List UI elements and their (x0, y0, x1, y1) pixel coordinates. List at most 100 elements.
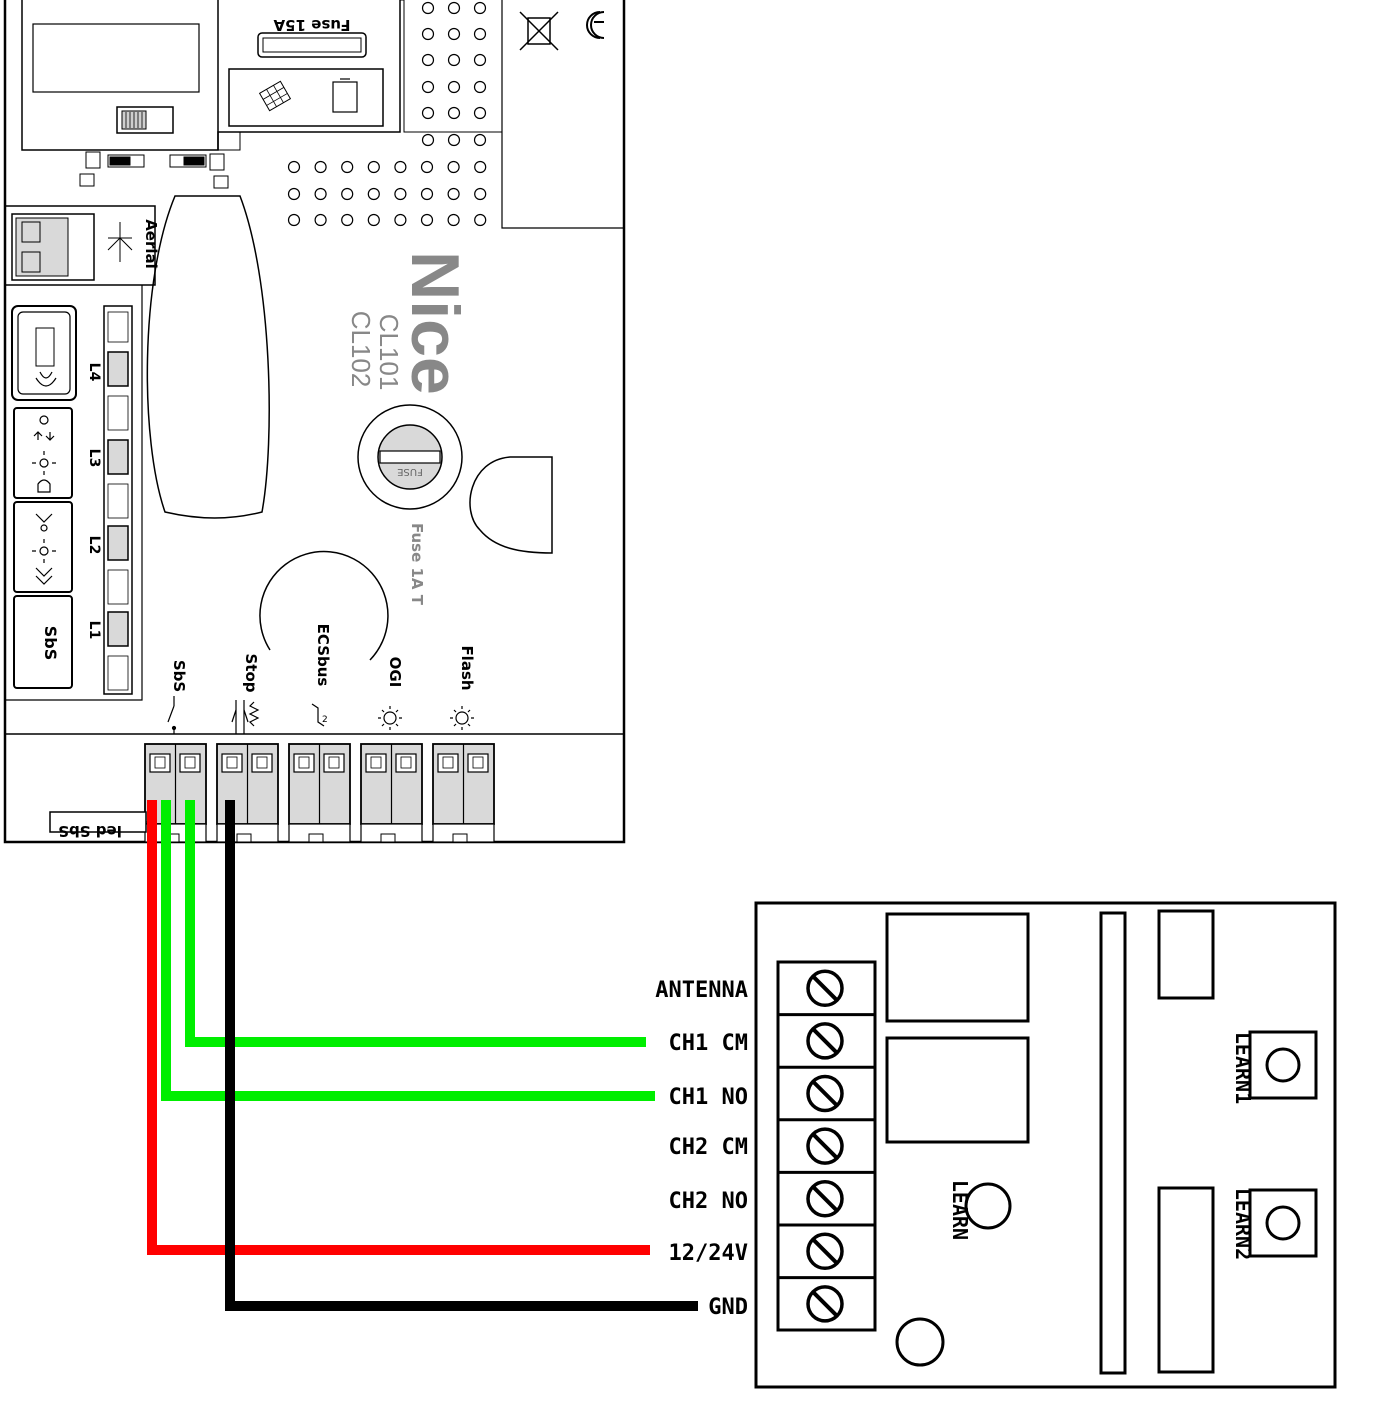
board-dot (447, 53, 461, 67)
board-dot (474, 160, 487, 174)
board-dot (474, 187, 487, 201)
board-dot (474, 213, 487, 227)
receiver-terminal-strip (776, 960, 877, 1332)
rx-label-ch1-no: CH1 NO (669, 1085, 748, 1110)
board-dot (473, 27, 487, 41)
ogi-lamp-icon (378, 706, 402, 730)
ecsbus-icon: 2 (311, 703, 328, 727)
screw-icon (806, 1074, 844, 1113)
board-dot (394, 213, 407, 227)
fuse-1a-label: Fuse 1A T (408, 523, 426, 606)
fuse-15a-label: Fuse 15A (273, 16, 350, 34)
wire-green-ch1-no (161, 800, 655, 1101)
fuse-cap-text: FUSE (397, 466, 423, 477)
wires (147, 800, 698, 1311)
board-dot (473, 106, 487, 120)
model-cl101: CL101 (374, 314, 404, 391)
sun-arrows-icon (32, 415, 56, 493)
board-dot (287, 160, 301, 174)
learn-label: LEARN (948, 1180, 972, 1240)
receiver-terminal-labels: ANTENNA CH1 CM CH1 NO CH2 CM CH2 NO 12/2… (655, 978, 748, 1320)
board-dot (314, 160, 327, 174)
terminal-block-flash (432, 743, 495, 843)
board-dot (421, 133, 435, 147)
board-dot (394, 187, 407, 201)
board-dot (421, 106, 435, 120)
board-dot (287, 187, 301, 201)
screw-icon (806, 1127, 844, 1165)
weee-bin-icon (519, 11, 559, 51)
controller-board (3, 0, 626, 844)
rx-label-ch1-cm: CH1 CM (669, 1031, 748, 1056)
led-sbs-label-box: led SbS (49, 811, 156, 840)
screw-icon (806, 1285, 844, 1323)
model-cl102: CL102 (346, 311, 376, 388)
board-dot-grid (287, 1, 487, 227)
board-dot (367, 187, 380, 201)
terminal-block-ogi (360, 743, 423, 843)
board-dot (447, 80, 461, 94)
receiver-board (754, 901, 1337, 1389)
board-dot (421, 53, 435, 67)
brand-logo: Nice (397, 251, 473, 395)
board-dot (447, 133, 461, 147)
stop-switch-icon (231, 700, 260, 734)
terminal-label-sbs: SbS (170, 660, 188, 692)
screw-icon (806, 1232, 844, 1271)
rx-label-gnd: GND (708, 1295, 748, 1320)
wire-red-12-24v (147, 800, 650, 1255)
learn1-label: LEARN1 (1231, 1032, 1255, 1104)
rx-terminal-ch1-cm (778, 1013, 875, 1060)
led-sbs-label: led SbS (58, 822, 122, 840)
ce-mark-icon (586, 11, 605, 39)
sun-chevron-icon (32, 513, 56, 585)
rx-terminal-12-24v (778, 1223, 875, 1271)
screw-icon (806, 1179, 844, 1218)
terminal-label-stop: Stop (242, 653, 260, 692)
board-dot (367, 213, 380, 227)
board-dot (447, 213, 460, 227)
board-dot (341, 160, 354, 174)
board-dot (421, 80, 435, 94)
board-dot (447, 27, 461, 41)
aerial-label: Aerial (142, 219, 160, 269)
board-dot (314, 187, 327, 201)
board-dot (394, 160, 407, 174)
rx-label-antenna: ANTENNA (655, 978, 748, 1003)
rx-terminal-gnd (778, 1276, 875, 1323)
flash-lamp-icon (450, 706, 474, 730)
board-dot (420, 187, 434, 201)
board-dot (421, 1, 435, 15)
wire-black-gnd (225, 800, 698, 1311)
board-dot (473, 133, 487, 147)
board-dot (447, 160, 460, 174)
ecsbus-mark: 2 (322, 715, 328, 725)
rx-label-ch2-cm: CH2 CM (669, 1135, 748, 1160)
rx-terminal-ch1-no (778, 1065, 875, 1113)
led-label-l4: L4 (86, 363, 102, 382)
rx-terminal-antenna (806, 969, 844, 1008)
rx-terminal-ch2-no (778, 1170, 875, 1218)
board-dot (447, 1, 461, 15)
board-dot (473, 1, 487, 15)
rx-terminal-ch2-cm (778, 1118, 875, 1165)
board-dot (341, 213, 354, 227)
terminal-label-flash: Flash (458, 645, 476, 690)
board-dot (473, 53, 487, 67)
rx-label-12-24v: 12/24V (669, 1241, 748, 1266)
board-dot (447, 187, 460, 201)
board-dot (420, 160, 434, 174)
led-label-l1: L1 (86, 621, 102, 640)
wire-green-ch1-cm (185, 800, 646, 1047)
terminal-block-ecsbus (288, 743, 351, 843)
learn2-label: LEARN2 (1231, 1188, 1255, 1260)
sbs-button-label: SbS (41, 626, 60, 661)
photocell-icon (35, 371, 57, 387)
terminal-block-sbs (144, 743, 207, 843)
board-dot (421, 27, 435, 41)
board-dot (367, 160, 380, 174)
board-dot (447, 106, 461, 120)
screw-icon (806, 969, 844, 1008)
led-label-l2: L2 (86, 536, 102, 555)
